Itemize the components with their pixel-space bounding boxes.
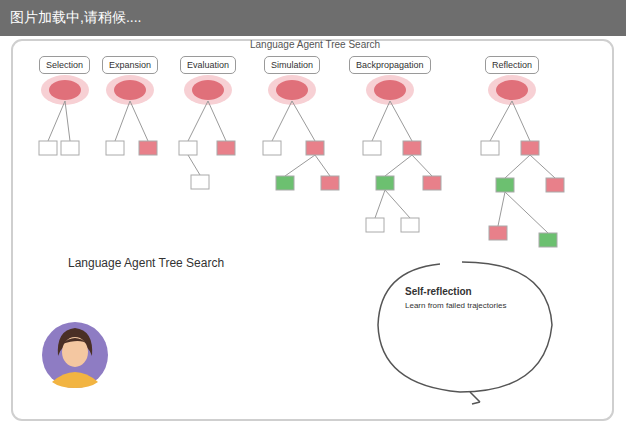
node-glow [41,75,536,105]
node-heading: Backpropagation [356,60,424,70]
thought-cloud [378,262,552,404]
title: Language Agent Tree Search [250,39,380,50]
root-node [49,80,528,100]
node-heading: Reflection [492,60,532,70]
node-heading: Self-reflection [405,286,525,297]
step-label: Evaluation [180,56,236,74]
loading-text: 图片加载中,请稍候.... [10,9,141,27]
node-heading: Simulation [271,60,313,70]
node-heading: Evaluation [187,60,229,70]
frame [12,40,613,420]
step-label: Simulation [264,56,320,74]
subtitle: Language Agent Tree Search [68,256,224,270]
step-label: Selection [39,56,90,74]
avatar [42,322,108,388]
note-box: Self-reflectionLearn from failed traject… [405,286,525,311]
node-body: Learn from failed trajectories [405,301,525,311]
step-label: Backpropagation [349,56,431,74]
node-heading: Selection [46,60,83,70]
node-heading: Expansion [109,60,151,70]
loading-bar: 图片加载中,请稍候.... [0,0,626,36]
step-label: Reflection [485,56,539,74]
tree-leaf [39,141,564,247]
tree-branch [48,101,555,233]
step-label: Expansion [102,56,158,74]
